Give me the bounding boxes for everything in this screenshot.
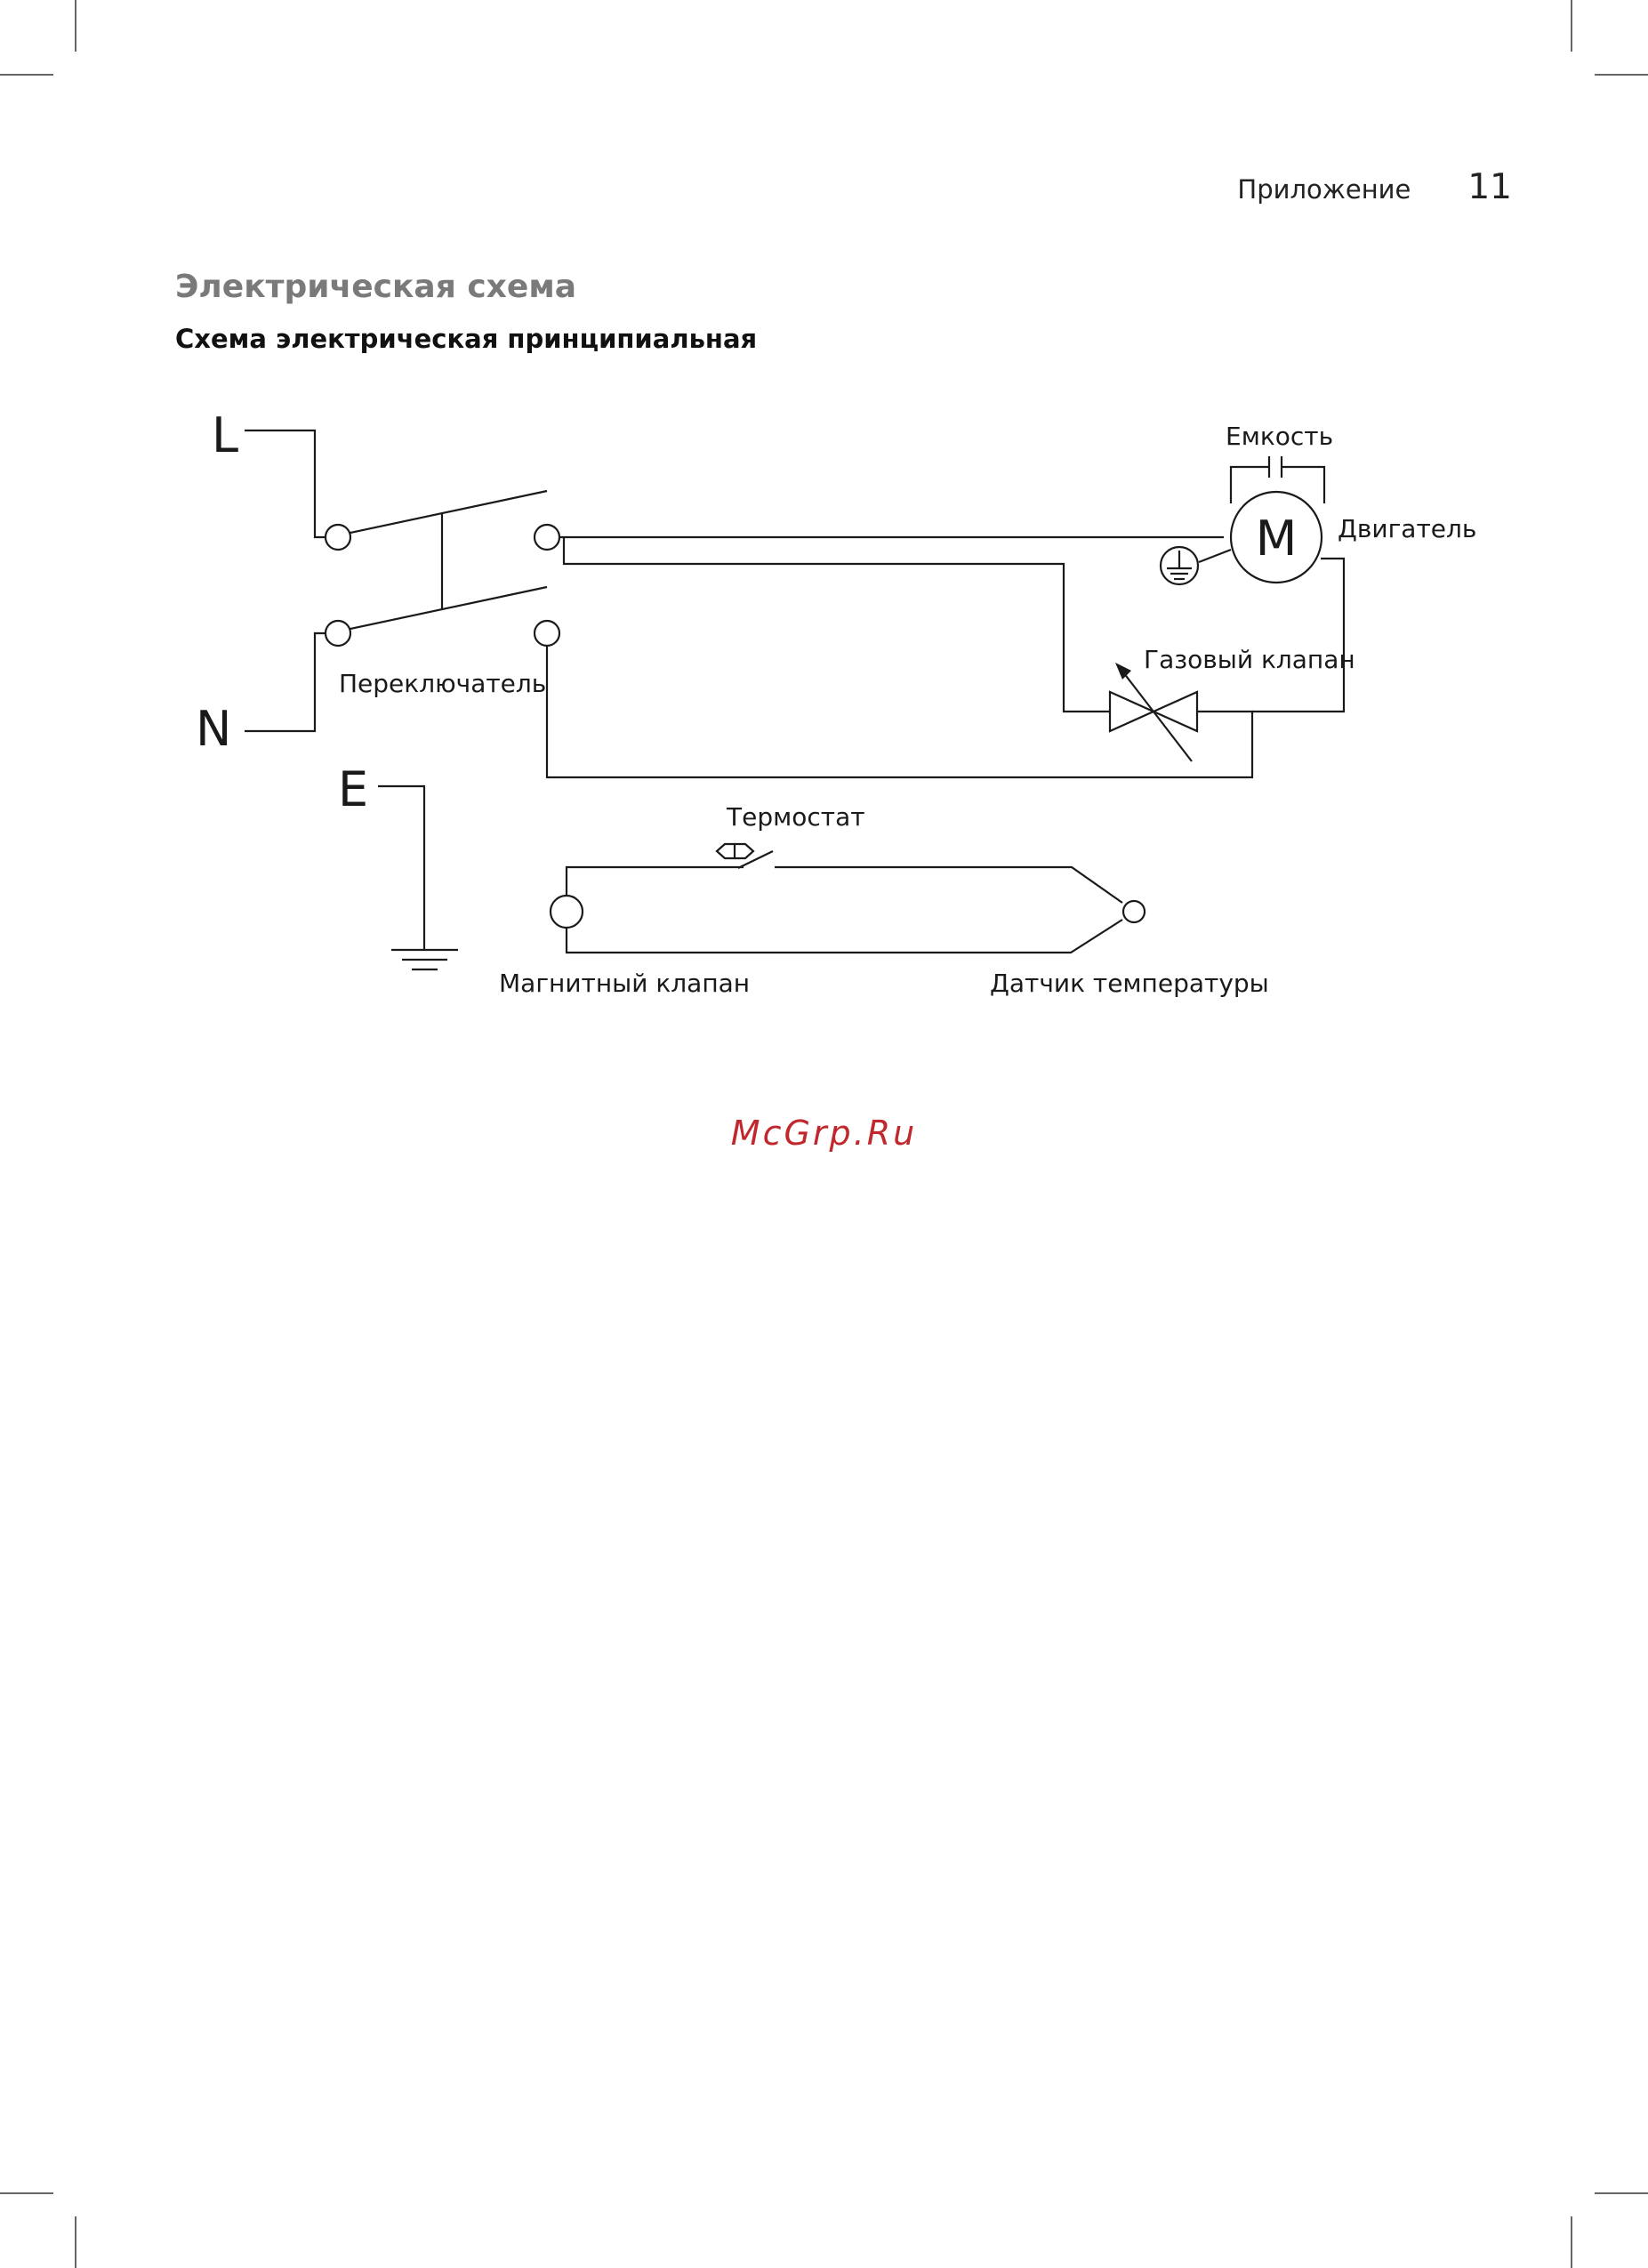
switch-terminal-l-out [535,525,559,550]
watermark: McGrp.Ru [0,1114,1648,1153]
neutral-wire [245,633,336,731]
valve-feed-wire [564,537,1110,712]
switch-terminal-l-in [326,525,350,550]
switch-label: Переключатель [339,669,546,698]
gas-valve-label: Газовый клапан [1144,645,1355,674]
thermostat-symbol [717,844,753,858]
gas-valve-symbol [1110,663,1197,761]
thermocouple-circuit [551,851,1145,953]
terminal-e-label: E [338,761,368,817]
thermostat-label: Термостат [726,802,865,832]
terminal-l-label: L [212,407,238,463]
switch-terminal-n-in [326,621,350,646]
temperature-sensor-label: Датчик температуры [990,969,1269,998]
magnetic-valve-label: Магнитный клапан [499,969,750,998]
terminal-n-label: N [196,701,231,757]
motor-letter: M [1256,511,1298,567]
earth-ground-icon [378,786,458,969]
live-wire [245,430,336,537]
switch-terminal-n-out [535,621,559,646]
motor-label: Двигатель [1338,514,1476,543]
magnetic-valve-symbol [551,896,583,928]
capacitor-label: Емкость [1226,422,1333,451]
double-pole-switch [326,491,559,646]
temperature-sensor-symbol [1123,901,1145,922]
motor-ground-icon [1161,547,1231,584]
